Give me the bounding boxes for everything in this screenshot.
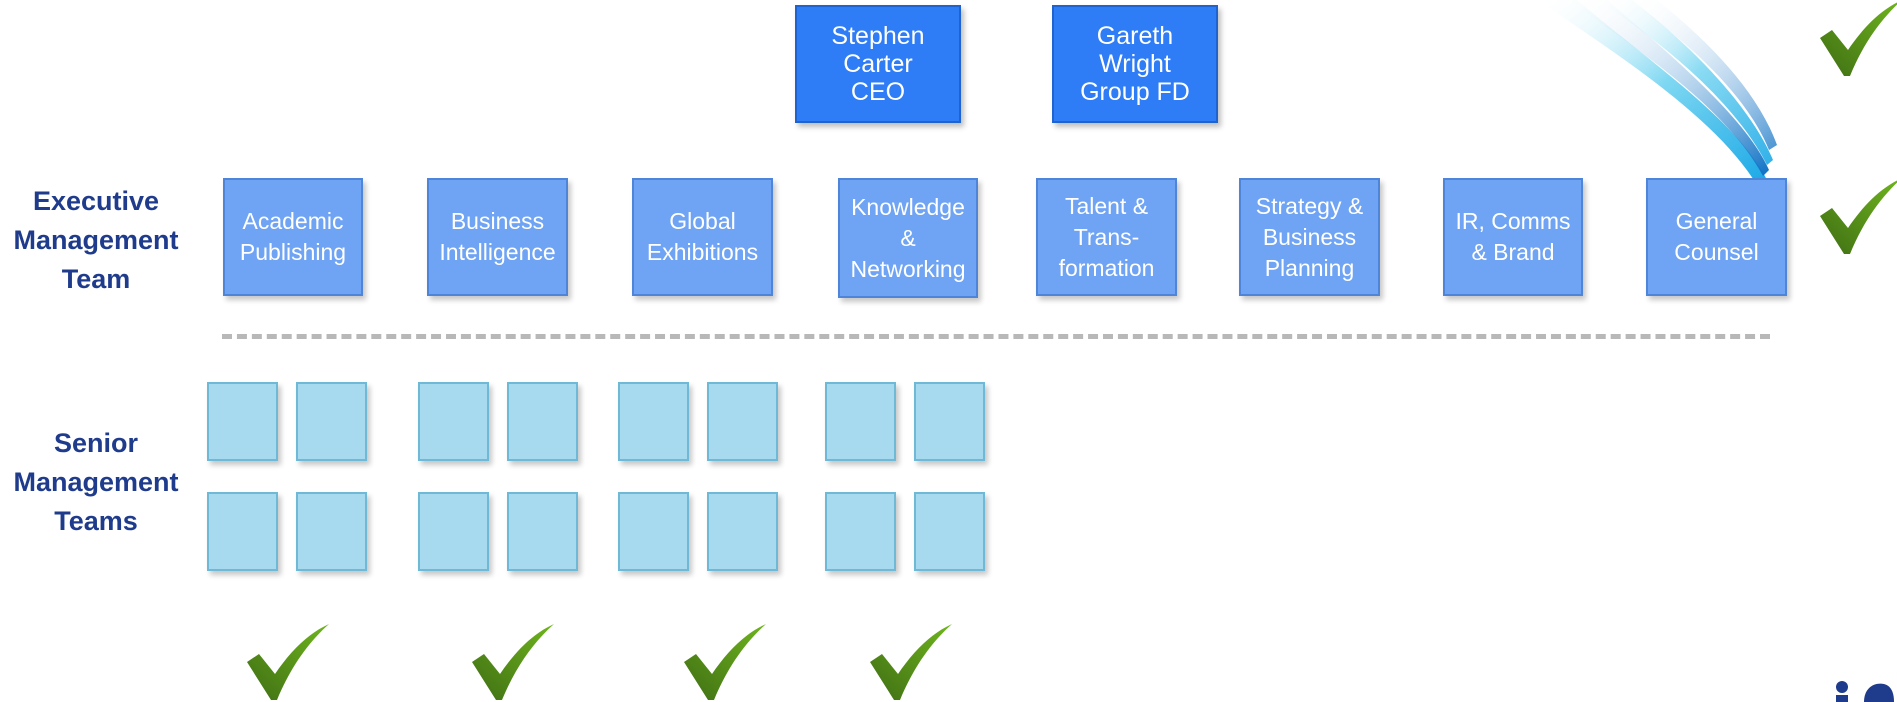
checkmark-icon [472, 624, 554, 700]
checkmark-icon [684, 624, 766, 700]
leader-ceo-box: Stephen Carter CEO [795, 5, 961, 123]
senior-team-box [825, 492, 896, 571]
senior-team-box [914, 492, 985, 571]
senior-team-box [418, 492, 489, 571]
exec-unit-box: Business Intelligence [427, 178, 568, 296]
exec-unit-box: Talent & Trans- formation [1036, 178, 1177, 296]
exec-unit-box: Global Exhibitions [632, 178, 773, 296]
logo-icon [1836, 681, 1894, 702]
exec-unit-box: Academic Publishing [223, 178, 363, 296]
senior-teams-label: Senior Management Teams [13, 428, 179, 536]
senior-team-box [618, 382, 689, 461]
checkmark-icon [1820, 2, 1897, 76]
senior-team-box [825, 382, 896, 461]
senior-team-box [707, 382, 778, 461]
exec-unit-box: Knowledge & Networking [838, 178, 978, 298]
senior-team-box [418, 382, 489, 461]
section-divider [222, 334, 1770, 339]
senior-team-box [207, 382, 278, 461]
checkmark-icon [1820, 180, 1897, 254]
executive-team-label: Executive Management Team [13, 186, 179, 294]
senior-team-box [914, 382, 985, 461]
senior-team-box [707, 492, 778, 571]
leader-group-fd-box: Gareth Wright Group FD [1052, 5, 1218, 123]
checkmark-icon [870, 624, 952, 700]
senior-team-box [296, 492, 367, 571]
senior-team-box [207, 492, 278, 571]
checkmark-icon [247, 624, 329, 700]
senior-team-box [507, 492, 578, 571]
exec-unit-box: General Counsel [1646, 178, 1787, 296]
senior-team-box [507, 382, 578, 461]
exec-unit-box: Strategy & Business Planning [1239, 178, 1380, 296]
senior-team-box [618, 492, 689, 571]
senior-team-box [296, 382, 367, 461]
exec-unit-box: IR, Comms & Brand [1443, 178, 1583, 296]
